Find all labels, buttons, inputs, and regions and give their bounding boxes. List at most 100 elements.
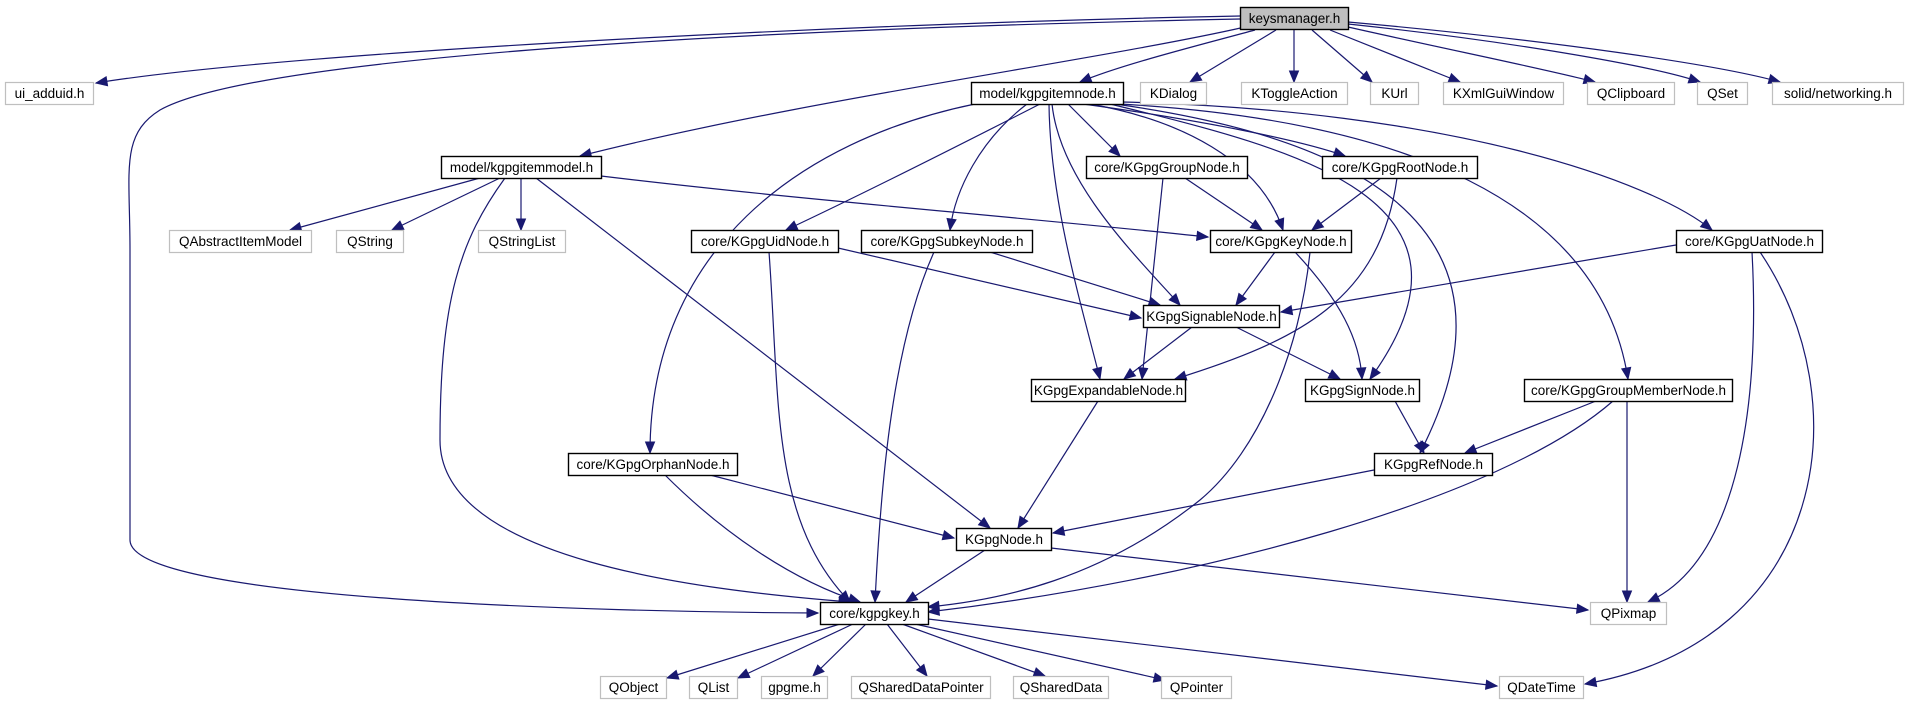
arrowhead-icon	[1687, 73, 1702, 84]
node-label: core/KGpgSubkeyNode.h	[870, 234, 1023, 249]
node-box	[819, 601, 930, 626]
node-label: KToggleAction	[1251, 86, 1337, 101]
node-KGpgSignableNode[interactable]: KGpgSignableNode.h	[1142, 304, 1281, 329]
node-ui_adduid: ui_adduid.h	[4, 81, 95, 106]
node-label: core/KGpgUatNode.h	[1685, 234, 1814, 249]
node-label: core/kgpgkey.h	[829, 606, 920, 621]
edge-KGpgGroupNode-to-KGpgKeyNode	[1184, 177, 1264, 231]
edge-kgpgitemmodel-to-KGpgNode	[535, 177, 992, 529]
node-KGpgKeyNode[interactable]: core/KGpgKeyNode.h	[1209, 229, 1353, 254]
node-label: QSet	[1707, 86, 1738, 101]
edge-KGpgKeyNode-to-KGpgSignableNode	[1235, 251, 1276, 307]
arrowhead-icon	[1168, 292, 1181, 306]
edge-line	[1141, 177, 1164, 380]
edge-line	[1067, 103, 1121, 157]
node-kgpgkey[interactable]: core/kgpgkey.h	[819, 601, 930, 626]
node-box	[690, 229, 840, 254]
edge-line	[535, 177, 991, 529]
edge-KGpgRootNode-to-KGpgKeyNode	[1310, 177, 1382, 231]
edge-keysmanager-to-KUrl	[1311, 29, 1373, 83]
node-box	[599, 675, 668, 700]
node-KGpgOrphanNode[interactable]: core/KGpgOrphanNode.h	[567, 452, 739, 477]
edge-KGpgUatNode-to-QDateTime	[1583, 251, 1815, 688]
node-KGpgUidNode[interactable]: core/KGpgUidNode.h	[690, 229, 840, 254]
arrowhead-icon	[1310, 218, 1325, 231]
arrowhead-icon	[94, 76, 109, 87]
edge-line	[1294, 251, 1363, 380]
node-box	[850, 675, 992, 700]
edge-KGpgOrphanNode-to-KGpgNode	[709, 474, 956, 541]
node-KGpgRootNode[interactable]: core/KGpgRootNode.h	[1321, 155, 1479, 180]
node-KGpgGroupMemberNode[interactable]: core/KGpgGroupMemberNode.h	[1523, 378, 1734, 403]
edge-KGpgUidNode-to-KGpgSignableNode	[837, 247, 1143, 321]
edge-line	[289, 177, 481, 231]
node-KGpgSubkeyNode[interactable]: core/KGpgSubkeyNode.h	[860, 229, 1034, 254]
node-KGpgSignNode[interactable]: KGpgSignNode.h	[1304, 378, 1421, 403]
node-box	[1142, 304, 1281, 329]
edge-keysmanager-to-KDialog	[1188, 29, 1277, 83]
node-label: KGpgNode.h	[965, 532, 1043, 547]
node-KGpgNode[interactable]: KGpgNode.h	[955, 527, 1053, 552]
node-label: KDialog	[1150, 86, 1197, 101]
edge-line	[927, 400, 1614, 613]
edge-KGpgRootNode-to-KGpgExpandableNode	[1173, 177, 1398, 381]
edge-line	[1311, 29, 1373, 83]
node-KGpgGroupNode[interactable]: core/KGpgGroupNode.h	[1085, 155, 1249, 180]
edge-line	[1114, 103, 1457, 454]
edge-kgpgkey-to-QObject	[665, 623, 841, 680]
edge-line	[1280, 244, 1677, 313]
edge-line	[649, 103, 976, 454]
edge-line	[901, 623, 1046, 677]
node-gpgme: gpgme.h	[760, 675, 829, 700]
edge-line	[600, 175, 1209, 238]
arrowhead-icon	[1235, 292, 1248, 307]
edge-kgpgkey-to-QSharedDataPointer	[886, 623, 928, 678]
arrowhead-icon	[1288, 70, 1300, 84]
arrowhead-icon	[1279, 304, 1294, 316]
edge-kgpgkey-to-QList	[736, 623, 854, 679]
node-box	[440, 155, 603, 180]
node-label: solid/networking.h	[1784, 86, 1892, 101]
edge-line	[95, 15, 1241, 84]
edge-KGpgGroupMemberNode-to-kgpgkey	[926, 400, 1614, 616]
arrowhead-icon	[1032, 667, 1047, 677]
edge-line	[709, 474, 955, 539]
node-box	[168, 229, 313, 254]
node-box	[970, 81, 1125, 106]
node-label: KUrl	[1381, 86, 1407, 101]
node-KGpgUatNode[interactable]: core/KGpgUatNode.h	[1675, 229, 1824, 254]
edges-layer	[94, 15, 1815, 690]
node-KUrl: KUrl	[1369, 81, 1420, 106]
arrowhead-icon	[1137, 367, 1149, 381]
node-box	[4, 81, 95, 106]
edge-keysmanager-to-kgpgkey	[128, 18, 1241, 619]
arrowhead-icon	[1355, 367, 1367, 381]
node-KGpgRefNode[interactable]: KGpgRefNode.h	[1373, 452, 1494, 477]
node-kgpgitemnode[interactable]: model/kgpgitemnode.h	[970, 81, 1125, 106]
edge-KGpgGroupMemberNode-to-KGpgRefNode	[1463, 400, 1597, 454]
node-box	[1139, 81, 1208, 106]
node-box	[1240, 81, 1349, 106]
edge-KGpgGroupMemberNode-to-QPixmap	[1621, 401, 1633, 604]
edge-KGpgSignableNode-to-KGpgSignNode	[1235, 326, 1342, 380]
arrowhead-icon	[1332, 147, 1347, 158]
edge-kgpgitemmodel-to-KGpgKeyNode	[600, 175, 1210, 242]
node-kgpgitemmodel[interactable]: model/kgpgitemmodel.h	[440, 155, 603, 180]
edge-line	[1121, 101, 1713, 231]
node-keysmanager[interactable]: keysmanager.h	[1239, 6, 1350, 31]
arrowhead-icon	[1575, 603, 1590, 614]
node-label: QDateTime	[1507, 680, 1576, 695]
node-KGpgExpandableNode[interactable]: KGpgExpandableNode.h	[1030, 378, 1187, 403]
node-box	[760, 675, 829, 700]
arrowhead-icon	[644, 441, 656, 455]
edge-line	[927, 618, 1498, 687]
node-label: core/KGpgUidNode.h	[701, 234, 829, 249]
node-box	[1239, 6, 1350, 31]
node-label: QPointer	[1170, 680, 1224, 695]
node-box	[1696, 81, 1749, 106]
arrowhead-icon	[870, 590, 881, 604]
edge-line	[1464, 400, 1597, 454]
arrowhead-icon	[1092, 366, 1103, 381]
edge-KGpgRefNode-to-KGpgNode	[1051, 469, 1375, 536]
node-box	[1160, 675, 1233, 700]
